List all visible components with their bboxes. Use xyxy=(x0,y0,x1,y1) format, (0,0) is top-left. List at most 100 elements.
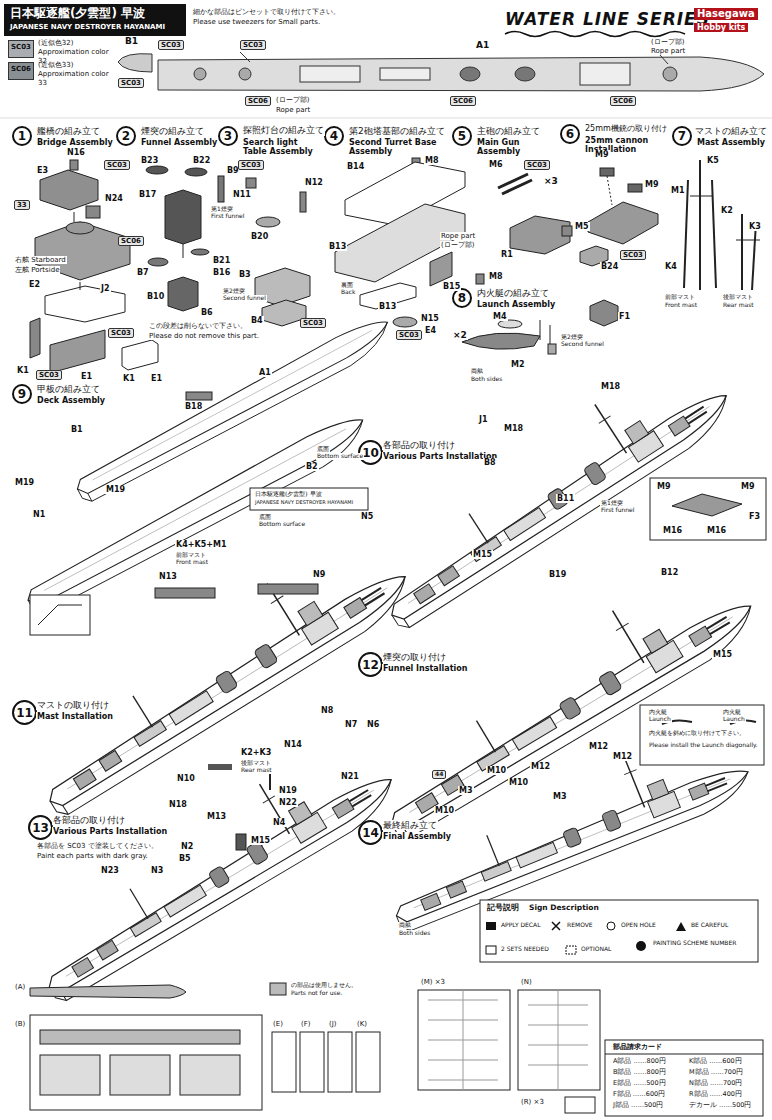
line-art xyxy=(4,4,186,36)
label-text: Rear mast xyxy=(240,767,273,774)
line-art xyxy=(552,922,560,930)
part-number: M8 xyxy=(488,272,504,281)
label-text: 後部マスト xyxy=(722,294,754,301)
line-art xyxy=(168,277,198,311)
label-text: Bottom surface xyxy=(258,521,306,528)
title-text: 日本駆逐艦(夕雲型) 早波 xyxy=(10,7,145,21)
label-text: (J) xyxy=(328,1020,338,1028)
label-text: 左舷 Portside xyxy=(14,266,60,274)
line-art xyxy=(660,55,668,64)
line-art xyxy=(752,222,756,290)
part-number: M10 xyxy=(486,766,507,775)
line-art xyxy=(712,180,716,288)
label-text: 日本駆逐艦(夕雲型) 早波 xyxy=(254,491,323,498)
line-art xyxy=(80,282,81,290)
part-number: B18 xyxy=(184,402,203,411)
part-number: M4 xyxy=(492,312,508,321)
sc-code: SC03 xyxy=(118,78,144,88)
label-text: 後部マスト xyxy=(240,760,272,767)
line-art xyxy=(45,286,125,322)
label-text: R部品 ……400円 xyxy=(688,1091,743,1098)
line-art xyxy=(30,1015,262,1110)
label-text: 裏面 xyxy=(340,282,354,289)
sc-code: SC06 xyxy=(118,236,144,246)
line-art xyxy=(110,1055,170,1095)
line-art xyxy=(40,170,98,210)
line-art xyxy=(566,946,576,954)
sc-code: SC03 xyxy=(104,160,130,170)
part-number: M15 xyxy=(472,550,493,559)
series-logo: WATER LINE SERIES xyxy=(505,10,710,30)
line-art xyxy=(650,478,766,540)
line-art xyxy=(250,488,368,510)
part-number: N4 xyxy=(272,818,286,827)
label-text: (B) xyxy=(14,1020,26,1028)
part-number: M2 xyxy=(510,360,526,369)
part-number: M12 xyxy=(530,762,551,771)
label-text: Second funnel xyxy=(560,341,605,348)
line-art xyxy=(239,68,251,80)
swatch-code: SC06 xyxy=(11,65,31,73)
step-number-text: 3 xyxy=(224,130,232,142)
label-text: 内火艇 xyxy=(648,709,668,716)
line-art xyxy=(640,705,764,765)
label-text: 第2煙突 xyxy=(560,334,584,341)
part-number: B19 xyxy=(548,570,567,579)
line-art xyxy=(502,180,532,194)
part-number: M1 xyxy=(670,186,686,195)
part-number: Second Turret Base Assembly xyxy=(348,138,450,156)
step-number: 1 xyxy=(12,126,32,146)
part-number: ×2 xyxy=(452,330,468,340)
part-number: Mast Assembly xyxy=(696,138,766,147)
step-number: 11 xyxy=(12,700,37,725)
part-number: B20 xyxy=(250,232,269,241)
part-number: N6 xyxy=(366,720,380,729)
part-number: Deck Assembly xyxy=(36,396,106,405)
swatch-code: SC03 xyxy=(11,43,31,51)
sc-code: SC03 xyxy=(158,40,184,50)
line-art xyxy=(528,990,588,1090)
part-number: B14 xyxy=(346,162,365,171)
label-text: 内火艇を斜めに取り付けて下さい。 xyxy=(648,730,760,737)
part-number: F3 xyxy=(748,512,761,521)
line-art xyxy=(180,1055,240,1095)
label-text: Bottom surface xyxy=(316,453,364,460)
line-art xyxy=(300,1032,324,1092)
label-text: REMOVE xyxy=(566,922,594,929)
part-number: B21 xyxy=(212,256,231,265)
part-number: N19 xyxy=(278,786,298,795)
label-text: 探照灯台の組み立て xyxy=(242,126,325,136)
part-number: A1 xyxy=(258,368,272,377)
label-text: Both sides xyxy=(398,930,431,937)
part-number: M16 xyxy=(706,526,727,535)
title-text: JAPANESE NAVY DESTROYER HAYANAMI xyxy=(10,23,165,31)
label-text: マストの取り付け xyxy=(36,700,110,710)
funnel-parts xyxy=(146,166,224,311)
part-number: B5 xyxy=(178,854,192,863)
line-art xyxy=(690,196,712,197)
part-number: M9 xyxy=(594,150,610,159)
part-number: B15 xyxy=(442,282,461,291)
label-text: OPTIONAL xyxy=(580,946,612,953)
label-text: デカール ……500円 xyxy=(688,1102,752,1109)
line-art xyxy=(40,1030,240,1044)
part-number: N9 xyxy=(312,570,326,579)
line-art xyxy=(40,1055,100,1095)
deck-plan xyxy=(118,52,764,91)
part-number: B6 xyxy=(200,308,214,317)
line-art xyxy=(590,300,618,326)
line-art xyxy=(588,202,658,244)
line-art xyxy=(191,249,209,255)
part-number: B1 xyxy=(124,36,139,46)
part-number: M10 xyxy=(508,778,529,787)
line-art xyxy=(600,168,614,176)
label-text: Rope part xyxy=(440,232,476,240)
part-number: M15 xyxy=(712,650,733,659)
label-text: 甲板の組み立て xyxy=(36,384,101,394)
part-number: K3 xyxy=(748,222,762,231)
line-art xyxy=(300,66,360,82)
line-art xyxy=(148,258,168,266)
line-art xyxy=(246,178,256,188)
sc-code: SC06 xyxy=(245,96,271,106)
